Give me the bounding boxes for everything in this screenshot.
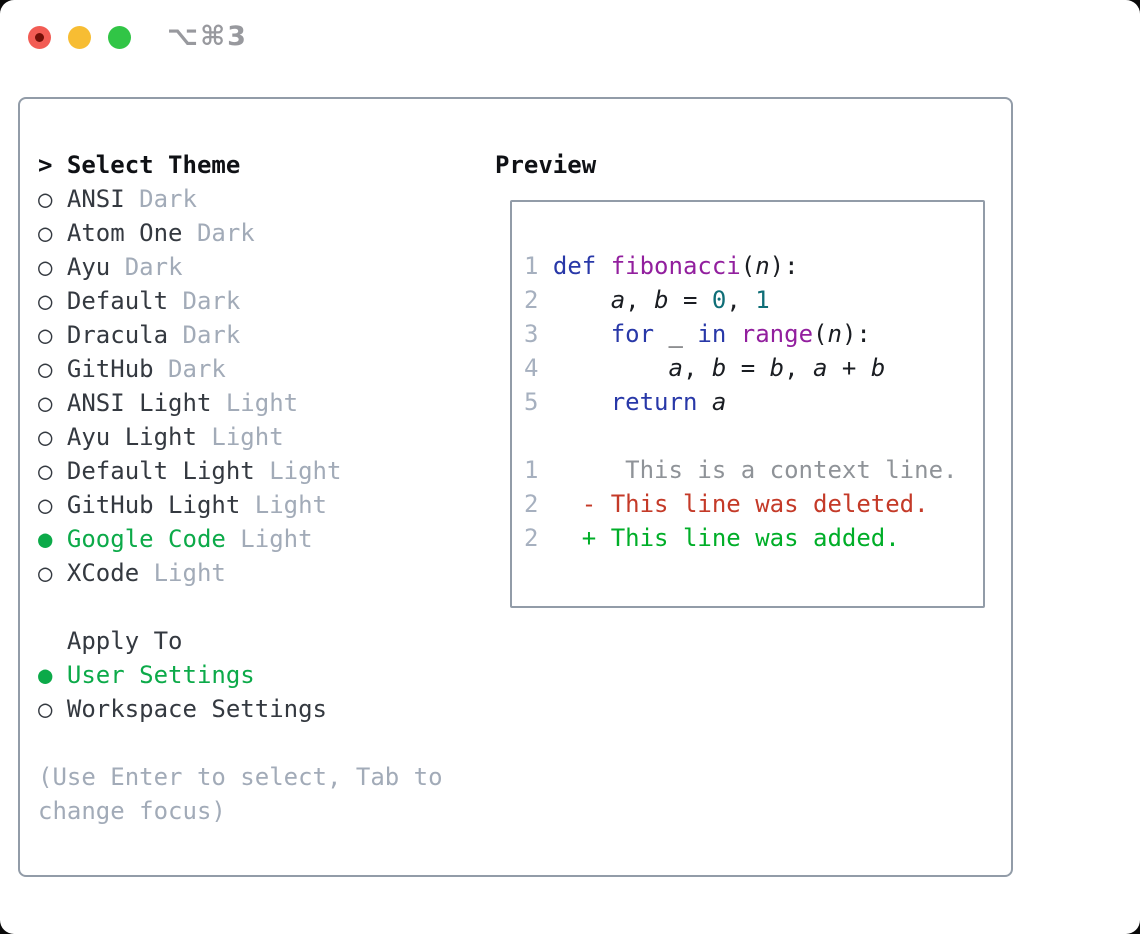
theme-option-default-light[interactable]: ○ Default Light Light bbox=[38, 457, 342, 485]
apply-to-header: Apply To bbox=[38, 627, 183, 655]
apply-option-workspace-settings[interactable]: ○ Workspace Settings bbox=[38, 695, 327, 723]
code-line-3: 3 for _ in range(n): bbox=[524, 320, 871, 348]
code-preview: 1 def fibonacci(n): 2 a, b = 0, 1 3 for _ … bbox=[524, 249, 957, 555]
diff-context-line: 1 This is a context line. bbox=[524, 456, 958, 484]
help-text-line-1: (Use Enter to select, Tab to bbox=[38, 763, 443, 791]
preview-header: Preview bbox=[495, 151, 597, 179]
theme-selector-panel: > Select Theme ○ ANSI Dark ○ Atom One Dark… bbox=[18, 97, 1013, 877]
radio-icon: ○ bbox=[38, 457, 67, 485]
code-line-4: 4 a, b = b, a + b bbox=[524, 354, 886, 382]
theme-option-xcode-light[interactable]: ○ XCode Light bbox=[38, 559, 226, 587]
spacer bbox=[524, 419, 957, 453]
code-line-5: 5 return a bbox=[524, 388, 727, 416]
apply-option-user-settings[interactable]: ● User Settings bbox=[38, 661, 255, 689]
radio-icon: ○ bbox=[38, 185, 67, 213]
radio-icon: ○ bbox=[38, 423, 67, 451]
radio-icon: ○ bbox=[38, 559, 67, 587]
theme-option-google-code-light[interactable]: ● Google Code Light bbox=[38, 525, 313, 553]
radio-icon: ○ bbox=[38, 287, 67, 315]
radio-icon: ○ bbox=[38, 321, 67, 349]
theme-list: > Select Theme ○ ANSI Dark ○ Atom One Dark… bbox=[38, 148, 443, 828]
diff-deleted-line: 2 - This line was deleted. bbox=[524, 490, 929, 518]
radio-icon: ○ bbox=[38, 219, 67, 247]
theme-option-github-dark[interactable]: ○ GitHub Dark bbox=[38, 355, 226, 383]
theme-option-github-light[interactable]: ○ GitHub Light Light bbox=[38, 491, 327, 519]
theme-option-ayu-dark[interactable]: ○ Ayu Dark bbox=[38, 253, 183, 281]
theme-option-ansi-light[interactable]: ○ ANSI Light Light bbox=[38, 389, 299, 417]
help-text-line-2: change focus) bbox=[38, 797, 226, 825]
diff-added-line: 2 + This line was added. bbox=[524, 524, 900, 552]
select-theme-header: > Select Theme bbox=[38, 151, 241, 179]
theme-option-ayu-light[interactable]: ○ Ayu Light Light bbox=[38, 423, 284, 451]
code-line-1: 1 def fibonacci(n): bbox=[524, 252, 799, 280]
spacer bbox=[38, 726, 443, 760]
radio-icon: ○ bbox=[38, 253, 67, 281]
minimize-button[interactable] bbox=[68, 26, 91, 49]
theme-option-atom-one-dark[interactable]: ○ Atom One Dark bbox=[38, 219, 255, 247]
code-line-2: 2 a, b = 0, 1 bbox=[524, 286, 770, 314]
radio-selected-icon: ● bbox=[38, 525, 67, 553]
radio-icon: ○ bbox=[38, 355, 67, 383]
maximize-button[interactable] bbox=[108, 26, 131, 49]
spacer bbox=[38, 590, 443, 624]
preview-box: 1 def fibonacci(n): 2 a, b = 0, 1 3 for _ … bbox=[510, 200, 985, 608]
window-title: ⌥⌘3 bbox=[167, 21, 248, 52]
theme-option-ansi-dark[interactable]: ○ ANSI Dark bbox=[38, 185, 197, 213]
traffic-lights bbox=[28, 26, 131, 49]
radio-selected-icon: ● bbox=[38, 661, 67, 689]
theme-option-dracula-dark[interactable]: ○ Dracula Dark bbox=[38, 321, 241, 349]
radio-icon: ○ bbox=[38, 695, 67, 723]
radio-icon: ○ bbox=[38, 491, 67, 519]
prompt-icon: > bbox=[38, 151, 67, 179]
radio-icon: ○ bbox=[38, 389, 67, 417]
close-button[interactable] bbox=[28, 26, 51, 49]
theme-option-default-dark[interactable]: ○ Default Dark bbox=[38, 287, 241, 315]
